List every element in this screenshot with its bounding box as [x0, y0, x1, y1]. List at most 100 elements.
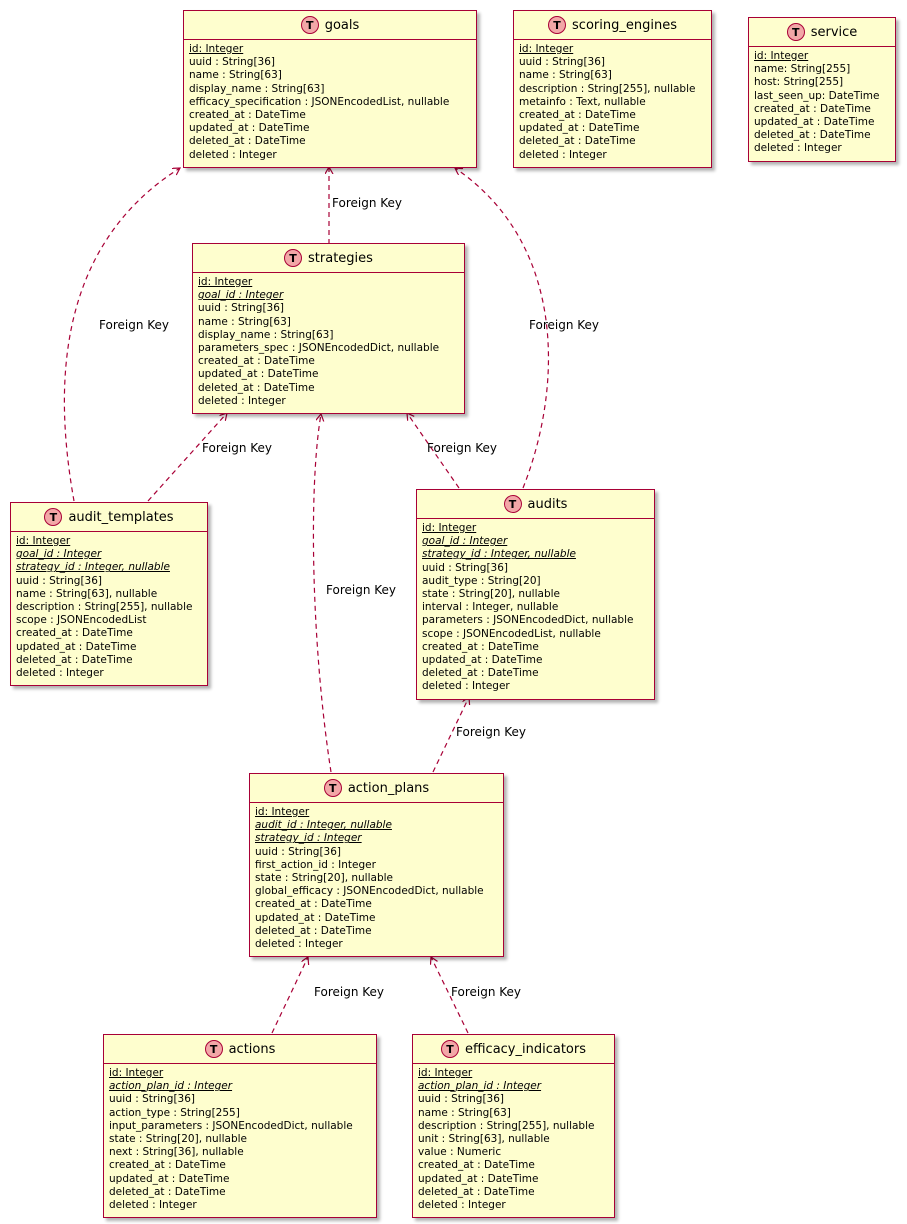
fk-label-audits-strategies: Foreign Key: [427, 441, 497, 455]
table-field: created_at : DateTime: [109, 1159, 226, 1172]
table-field: deleted : Integer: [198, 394, 286, 407]
table-field: metainfo : Text, nullable: [519, 95, 646, 108]
table-spot-icon: T: [548, 16, 567, 34]
table-field: action_plan_id : Integer: [418, 1080, 542, 1093]
table-field: name : String[63]: [198, 315, 291, 328]
table-field: id: Integer: [255, 806, 310, 818]
table-spot-letter: T: [791, 25, 800, 39]
table-title: goals: [324, 17, 360, 33]
table-field: last_seen_up: DateTime: [754, 89, 880, 102]
table-field: global_efficacy : JSONEncodedDict, nulla…: [255, 885, 484, 898]
table-field: uuid : String[36]: [198, 302, 284, 315]
table-header: T strategies: [193, 244, 464, 273]
fk-label-audit_templates-goals: Foreign Key: [99, 318, 169, 332]
table-field: created_at : DateTime: [16, 627, 133, 640]
table-field: id: Integer: [422, 522, 477, 534]
table-field: display_name : String[63]: [198, 328, 334, 341]
table-field: description : String[255], nullable: [418, 1119, 595, 1132]
fk-label-strategies-goals: Foreign Key: [332, 196, 402, 210]
table-field: action_type : String[255]: [109, 1106, 240, 1119]
table-field: deleted : Integer: [418, 1199, 506, 1212]
table-spot-icon: T: [503, 495, 522, 513]
table-field: id: Integer: [519, 43, 574, 55]
table-spot-icon: T: [440, 1040, 459, 1058]
table-field: first_action_id : Integer: [255, 858, 376, 871]
table-field: unit : String[63], nullable: [418, 1133, 550, 1146]
table-header: T actions: [104, 1035, 376, 1064]
table-field: deleted : Integer: [754, 142, 842, 155]
table-field: goal_id : Integer: [16, 548, 102, 561]
table-spot-letter: T: [553, 18, 561, 32]
table-spot-letter: T: [209, 1042, 218, 1056]
table-field: interval : Integer, nullable: [422, 601, 559, 614]
table-field: deleted : Integer: [422, 680, 510, 693]
table-title: audit_templates: [68, 509, 174, 525]
table-field: host: String[255]: [754, 76, 844, 89]
table-field: strategy_id : Integer, nullable: [16, 561, 170, 574]
table-field: deleted_at : DateTime: [754, 129, 871, 142]
table-field: parameters : JSONEncodedDict, nullable: [422, 614, 634, 627]
table-field: deleted_at : DateTime: [422, 667, 539, 680]
table-spot-letter: T: [446, 1042, 454, 1056]
table-field: id: Integer: [109, 1067, 164, 1079]
table-field: deleted : Integer: [16, 667, 104, 680]
table-field: created_at : DateTime: [754, 102, 871, 115]
table-field: uuid : String[36]: [189, 56, 275, 69]
table-field: updated_at : DateTime: [16, 640, 137, 653]
table-field: name : String[63]: [418, 1106, 511, 1119]
relation-actions-action_plans: [271, 957, 308, 1034]
fk-label-audit_templates-strategies: Foreign Key: [202, 441, 272, 455]
table-title: efficacy_indicators: [464, 1041, 587, 1057]
table-field: deleted_at : DateTime: [109, 1185, 226, 1198]
table-field: created_at : DateTime: [422, 640, 539, 653]
table-field: deleted_at : DateTime: [198, 381, 315, 394]
table-field: created_at : DateTime: [189, 109, 306, 122]
table-header: T goals: [184, 11, 476, 40]
table-spot-icon: T: [300, 16, 319, 34]
table-field: deleted : Integer: [519, 148, 607, 161]
table-header: T audit_templates: [11, 503, 207, 532]
fk-label-action_plans-audits: Foreign Key: [456, 725, 526, 739]
table-field: display_name : String[63]: [189, 82, 325, 95]
table-field: deleted : Integer: [189, 148, 277, 161]
table-field: id: Integer: [198, 276, 253, 288]
table-header: T audits: [417, 490, 654, 519]
table-field: scope : JSONEncodedList: [16, 614, 147, 627]
table-field: updated_at : DateTime: [422, 654, 543, 667]
table-spot-letter: T: [305, 18, 314, 32]
table-field: input_parameters : JSONEncodedDict, null…: [109, 1119, 353, 1132]
table-field: deleted : Integer: [109, 1199, 197, 1212]
table-field: deleted : Integer: [255, 938, 343, 951]
table-header: T service: [749, 18, 895, 47]
table-title: strategies: [308, 250, 373, 266]
table-title: service: [810, 24, 858, 40]
table-spot-icon: T: [44, 508, 63, 526]
table-field: updated_at : DateTime: [198, 368, 319, 381]
table-header: T efficacy_indicators: [413, 1035, 614, 1064]
fk-label-efficacy_indicators-action_plans: Foreign Key: [451, 985, 521, 999]
table-field: deleted_at : DateTime: [519, 135, 636, 148]
table-field: uuid : String[36]: [109, 1093, 195, 1106]
table-field: action_plan_id : Integer: [109, 1080, 233, 1093]
table-field: deleted_at : DateTime: [16, 653, 133, 666]
fk-label-action_plans-strategies: Foreign Key: [326, 583, 396, 597]
table-field: uuid : String[36]: [255, 845, 341, 858]
table-spot-letter: T: [49, 510, 58, 524]
table-field: strategy_id : Integer, nullable: [422, 548, 576, 561]
table-field: audit_id : Integer, nullable: [255, 819, 392, 832]
table-field: updated_at : DateTime: [519, 122, 640, 135]
table-field: created_at : DateTime: [255, 898, 372, 911]
table-spot-icon: T: [786, 23, 805, 41]
